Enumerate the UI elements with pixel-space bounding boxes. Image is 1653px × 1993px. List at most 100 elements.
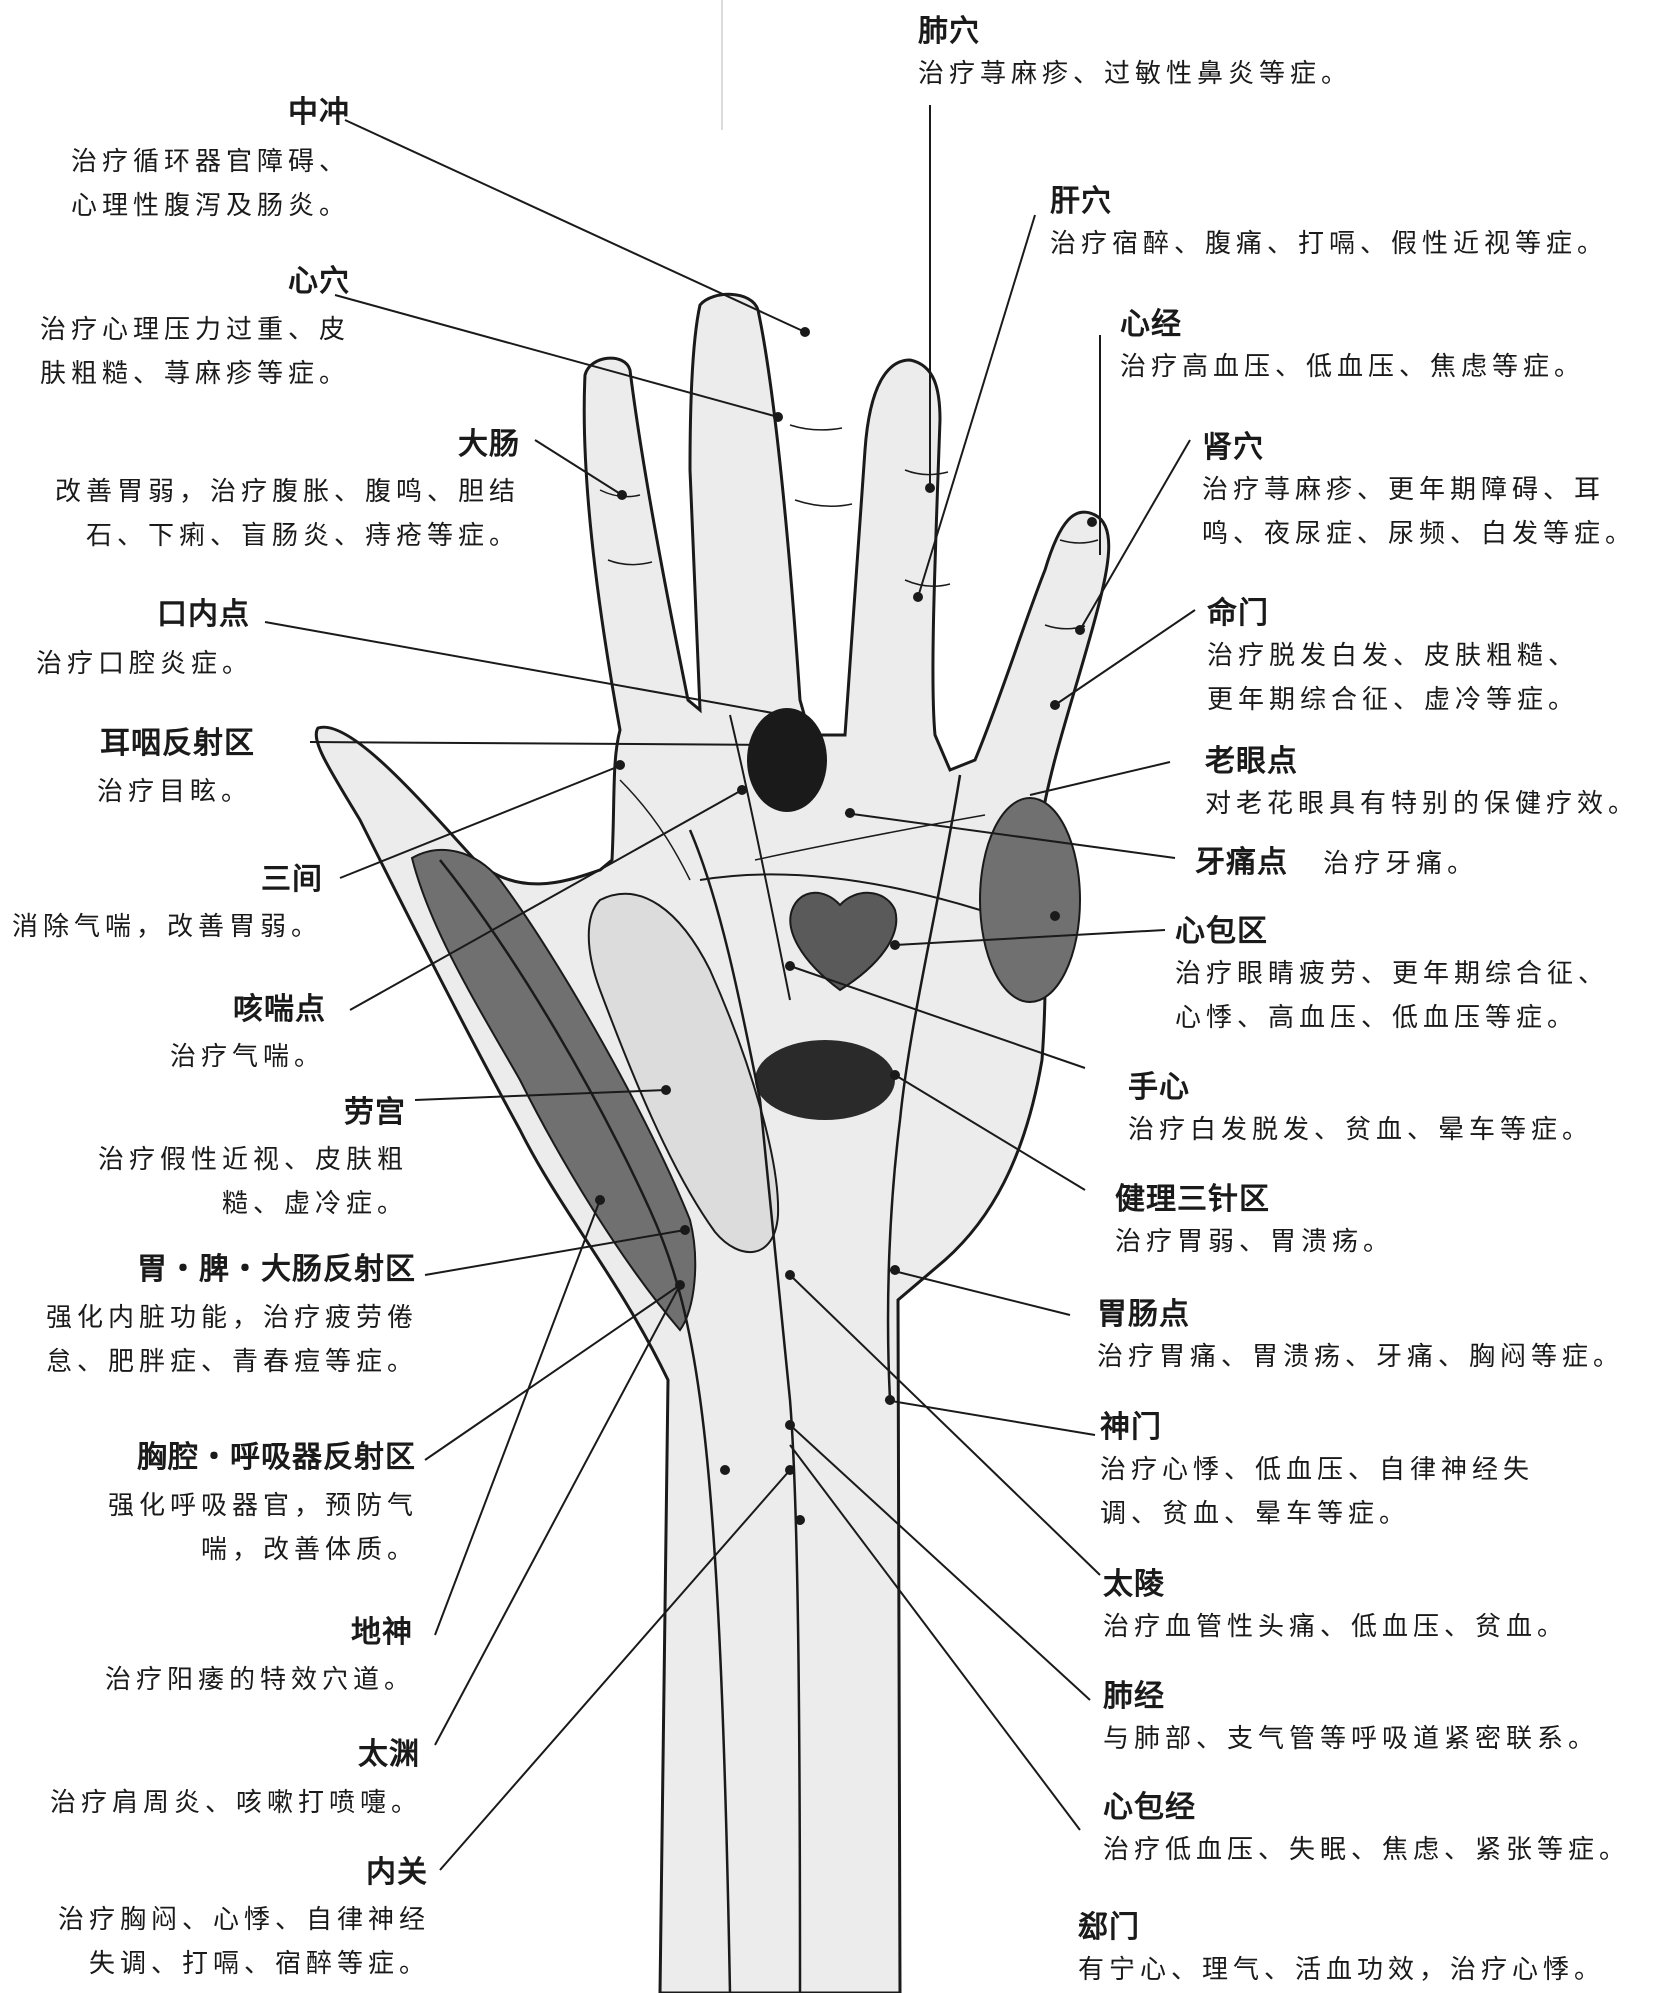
label-desc: 怠、肥胖症、青春痘等症。: [45, 1347, 418, 1377]
label-title: 肝穴: [1050, 184, 1112, 219]
label-title: 咳喘点: [233, 992, 326, 1027]
label-title: 中冲: [288, 95, 350, 130]
label-desc: 调、贫血、晕车等症。: [1100, 1499, 1411, 1529]
label-title: 命门: [1207, 596, 1269, 631]
label-xinxue: 心穴: [288, 262, 350, 302]
label-feijing: 肺经 与肺部、支气管等呼吸道紧密联系。: [1103, 1677, 1599, 1761]
hypothenar-zone: [979, 797, 1081, 1003]
label-title: 牙痛点: [1195, 845, 1288, 880]
heart-meridian-line: [729, 714, 791, 1001]
desc-xiongqiang: 强化呼吸器官，预防气 喘，改善体质。: [108, 1484, 418, 1572]
label-weipi: 胃・脾・大肠反射区: [137, 1250, 416, 1290]
label-desc: 治疗白发脱发、贫血、晕车等症。: [1128, 1115, 1594, 1145]
label-title: 口内点: [157, 597, 250, 632]
label-title: 肺穴: [918, 14, 980, 49]
label-desc: 治疗心理压力过重、皮: [39, 315, 350, 345]
label-desc: 治疗口腔炎症。: [36, 649, 254, 679]
label-title: 郄门: [1078, 1910, 1140, 1945]
label-title: 神门: [1100, 1410, 1162, 1445]
label-desc: 消除气喘，改善胃弱。: [12, 912, 323, 942]
desc-weipi: 强化内脏功能，治疗疲劳倦 怠、肥胖症、青春痘等症。: [46, 1296, 418, 1384]
desc-zhongchong: 治疗循环器官障碍、 心理性腹泻及肠炎。: [71, 140, 350, 228]
label-title: 耳咽反射区: [100, 726, 255, 761]
hand-center-zone: [755, 1040, 895, 1120]
label-desc: 治疗荨麻疹、更年期障碍、耳: [1202, 475, 1606, 505]
label-desc: 强化呼吸器官，预防气: [107, 1491, 418, 1521]
label-desc: 心悸、高血压、低血压等症。: [1175, 1003, 1579, 1033]
label-desc: 肤粗糙、荨麻疹等症。: [39, 359, 350, 389]
heart-zone: [789, 891, 898, 992]
leader-lines-left: [264, 119, 806, 1871]
label-title: 心包经: [1103, 1790, 1196, 1825]
label-desc: 治疗胃弱、胃溃疡。: [1115, 1227, 1395, 1257]
label-title: 胸腔・呼吸器反射区: [137, 1440, 416, 1475]
label-neiguan: 内关: [366, 1853, 428, 1893]
label-desc: 治疗胸闷、心悸、自律神经: [57, 1905, 430, 1935]
label-title: 老眼点: [1205, 744, 1298, 779]
label-feixue: 肺穴 治疗荨麻疹、过敏性鼻炎等症。: [918, 12, 1352, 96]
label-weichangdian: 胃肠点 治疗胃痛、胃溃疡、牙痛、胸闷等症。: [1097, 1295, 1624, 1379]
desc-eryan: 治疗目眩。: [97, 770, 252, 814]
label-desc: 治疗假性近视、皮肤粗: [97, 1145, 408, 1175]
label-jianli: 健理三针区 治疗胃弱、胃溃疡。: [1115, 1180, 1394, 1264]
label-dachang: 大肠: [458, 425, 520, 465]
acupoint-dots: [595, 327, 1097, 1525]
label-desc: 治疗高血压、低血压、焦虑等症。: [1120, 352, 1586, 382]
label-desc: 治疗循环器官障碍、: [70, 147, 350, 177]
label-title: 心穴: [288, 264, 350, 299]
label-desc: 强化内脏功能，治疗疲劳倦: [45, 1303, 418, 1333]
label-desc: 治疗阳痿的特效穴道。: [104, 1665, 415, 1695]
palm-crease: [699, 873, 981, 911]
label-desc: 更年期综合征、虚冷等症。: [1207, 685, 1580, 715]
label-zhongchong: 中冲: [288, 93, 350, 133]
label-desc: 对老花眼具有特别的保健疗效。: [1205, 789, 1640, 819]
label-desc: 治疗宿醉、腹痛、打嗝、假性近视等症。: [1050, 229, 1609, 259]
leader-lines: [789, 105, 1196, 1831]
label-desc: 治疗血管性头痛、低血压、贫血。: [1103, 1612, 1569, 1642]
desc-kouneidian: 治疗口腔炎症。: [36, 642, 253, 686]
light-reflex-zone: [587, 892, 780, 1254]
label-desc: 治疗脱发白发、皮肤粗糙、: [1207, 641, 1580, 671]
label-desc: 石、下痢、盲肠炎、痔疮等症。: [85, 521, 520, 551]
label-dishen: 地神: [351, 1613, 413, 1653]
desc-xinxue: 治疗心理压力过重、皮 肤粗糙、荨麻疹等症。: [40, 308, 350, 396]
finger-creases: [599, 424, 1099, 630]
label-yatongdian: 牙痛点 治疗牙痛。: [1195, 842, 1478, 886]
label-xinbaoqu: 心包区 治疗眼睛疲劳、更年期综合征、 心悸、高血压、低血压等症。: [1175, 912, 1609, 1040]
label-xinjing: 心经 治疗高血压、低血压、焦虑等症。: [1120, 305, 1585, 389]
label-taiyuan: 太渊: [358, 1735, 420, 1775]
label-shouxin: 手心 治疗白发脱发、贫血、晕车等症。: [1128, 1068, 1593, 1152]
label-desc: 治疗眼睛疲劳、更年期综合征、: [1175, 959, 1610, 989]
label-desc: 治疗低血压、失眠、焦虑、紧张等症。: [1103, 1835, 1631, 1865]
label-desc: 治疗目眩。: [97, 777, 253, 807]
label-title: 胃・脾・大肠反射区: [137, 1252, 416, 1287]
mouth-point-zone: [747, 708, 827, 812]
label-title: 手心: [1128, 1070, 1190, 1105]
label-desc: 喘，改善体质。: [200, 1535, 418, 1565]
label-desc: 治疗荨麻疹、过敏性鼻炎等症。: [918, 59, 1353, 89]
label-kechuandian: 咳喘点: [233, 990, 326, 1030]
label-ximen: 郄门 有宁心、理气、活血功效，治疗心悸。: [1078, 1908, 1605, 1992]
pinky-meridian-line: [886, 774, 962, 1401]
label-title: 太陵: [1103, 1567, 1165, 1602]
thumb-reflex-zone: [410, 848, 697, 1332]
label-desc: 改善胃弱，治疗腹胀、腹鸣、胆结: [54, 477, 520, 507]
desc-kechuandian: 治疗气喘。: [170, 1035, 325, 1079]
label-shenmen: 神门 治疗心悸、低血压、自律神经失 调、贫血、晕车等症。: [1100, 1408, 1534, 1536]
label-title: 肾穴: [1202, 430, 1264, 465]
label-title: 太渊: [358, 1737, 420, 1772]
label-desc: 鸣、夜尿症、尿频、白发等症。: [1202, 519, 1637, 549]
label-desc: 糙、虚冷症。: [221, 1189, 408, 1219]
desc-dachang: 改善胃弱，治疗腹胀、腹鸣、胆结 石、下痢、盲肠炎、痔疮等症。: [55, 470, 520, 558]
label-shenxue: 肾穴 治疗荨麻疹、更年期障碍、耳 鸣、夜尿症、尿频、白发等症。: [1202, 428, 1636, 556]
label-dailing: 太陵 治疗血管性头痛、低血压、贫血。: [1103, 1565, 1568, 1649]
lung-meridian-line: [439, 859, 732, 1993]
label-title: 内关: [366, 1855, 428, 1890]
label-title: 劳宫: [344, 1095, 406, 1130]
desc-neiguan: 治疗胸闷、心悸、自律神经 失调、打嗝、宿醉等症。: [58, 1898, 430, 1986]
label-title: 健理三针区: [1115, 1182, 1270, 1217]
label-eryan: 耳咽反射区: [100, 724, 255, 764]
desc-taiyuan: 治疗肩周炎、咳嗽打喷嚏。: [50, 1781, 422, 1825]
palm-crease-upper: [754, 814, 986, 861]
